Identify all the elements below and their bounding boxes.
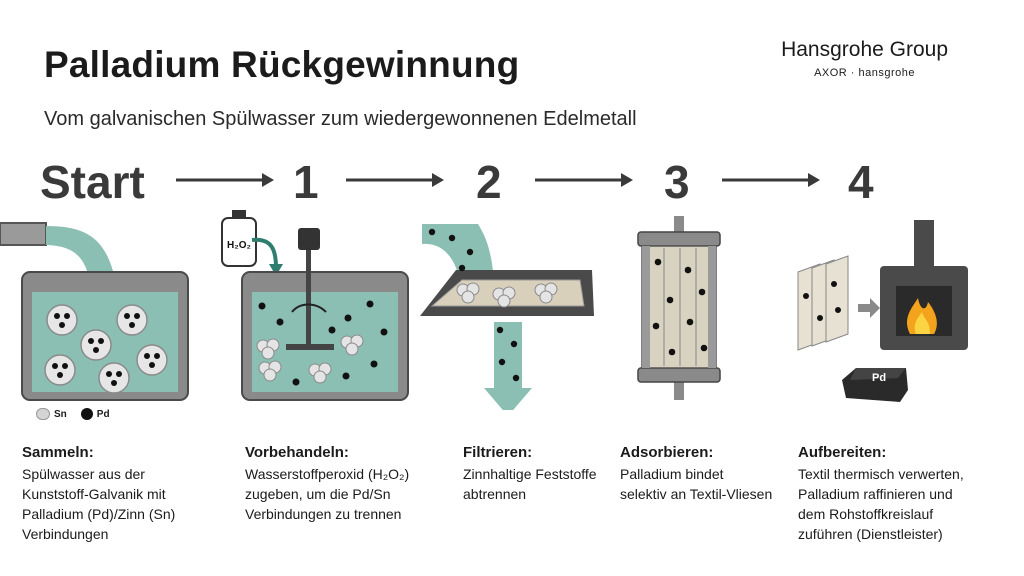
h2o2-label: H₂O₂: [227, 240, 251, 251]
caption-line: Palladium (Pd)/Zinn (Sn): [22, 506, 176, 522]
caption-filter: Filtrieren: Zinnhaltige Feststoffe abtre…: [463, 443, 613, 504]
brand-name: Hansgrohe Group: [781, 38, 948, 61]
step-2: 2: [476, 156, 502, 208]
caption-line: Verbindungen: [22, 526, 109, 542]
caption-adsorb: Adsorbieren: Palladium bindet selektiv a…: [620, 443, 795, 504]
h2o2-label-group: H₂O₂: [227, 240, 251, 251]
refine-stage: Pd: [797, 220, 968, 402]
caption-line: Kunststoff-Galvanik mit: [22, 486, 166, 502]
brand-sub: AXOR · hansgrohe: [814, 67, 915, 79]
step-1: 1: [293, 156, 319, 208]
legend-pd-label: Pd: [96, 408, 110, 420]
filter-tray: [420, 224, 594, 410]
caption-line: Zinnhaltige Feststoffe: [463, 466, 597, 482]
caption-title: Vorbehandeln:: [245, 444, 349, 461]
caption-title: Adsorbieren:: [620, 444, 714, 461]
arrow-1-2: [346, 173, 444, 187]
caption-title: Sammeln:: [22, 444, 94, 461]
arrow-start-1: [176, 173, 274, 187]
start-tank: [0, 222, 189, 401]
pd-legend-icon: [80, 408, 93, 420]
brand-logo: Hansgrohe Group AXOR · hansgrohe: [781, 38, 948, 79]
caption-line: Spülwasser aus der: [22, 466, 145, 482]
caption-line: Palladium bindet: [620, 466, 724, 482]
legend: Sn Pd: [36, 408, 110, 420]
page-title: Palladium Rückgewinnung: [44, 44, 520, 85]
caption-line: Textil thermisch verwerten,: [798, 466, 964, 482]
caption-refine: Aufbereiten: Textil thermisch verwerten,…: [798, 443, 1008, 544]
caption-line: selektiv an Textil-Vliesen: [620, 486, 773, 502]
step-4: 4: [848, 156, 874, 208]
caption-line: dem Rohstoffkreislauf: [798, 506, 934, 522]
caption-collect: Sammeln: Spülwasser aus der Kunststoff-G…: [22, 443, 222, 544]
caption-line: Verbindungen zu trennen: [245, 506, 402, 522]
caption-line: zugeben, um die Pd/Sn: [245, 486, 391, 502]
pretreat-tank: [221, 210, 409, 401]
caption-pretreat: Vorbehandeln: Wasserstoffperoxid (H₂O₂) …: [245, 443, 455, 524]
step-3: 3: [664, 156, 690, 208]
arrow-2-3: [535, 173, 633, 187]
process-illustration: H₂O₂: [0, 210, 968, 410]
caption-line: Wasserstoffperoxid (H₂O₂): [245, 466, 410, 482]
adsorption-cylinder: [637, 216, 721, 400]
page-subtitle: Vom galvanischen Spülwasser zum wiederge…: [44, 108, 637, 130]
caption-title: Aufbereiten:: [798, 444, 887, 461]
sn-legend-icon: [36, 408, 50, 420]
legend-sn-label: Sn: [54, 408, 67, 420]
caption-line: abtrennen: [463, 486, 527, 502]
caption-title: Filtrieren:: [463, 444, 533, 461]
caption-line: zuführen (Dienstleister): [798, 526, 943, 542]
pd-block-label: Pd: [872, 372, 886, 384]
arrow-3-4: [722, 173, 820, 187]
caption-line: Palladium raffinieren und: [798, 486, 953, 502]
step-start: Start: [40, 156, 145, 208]
